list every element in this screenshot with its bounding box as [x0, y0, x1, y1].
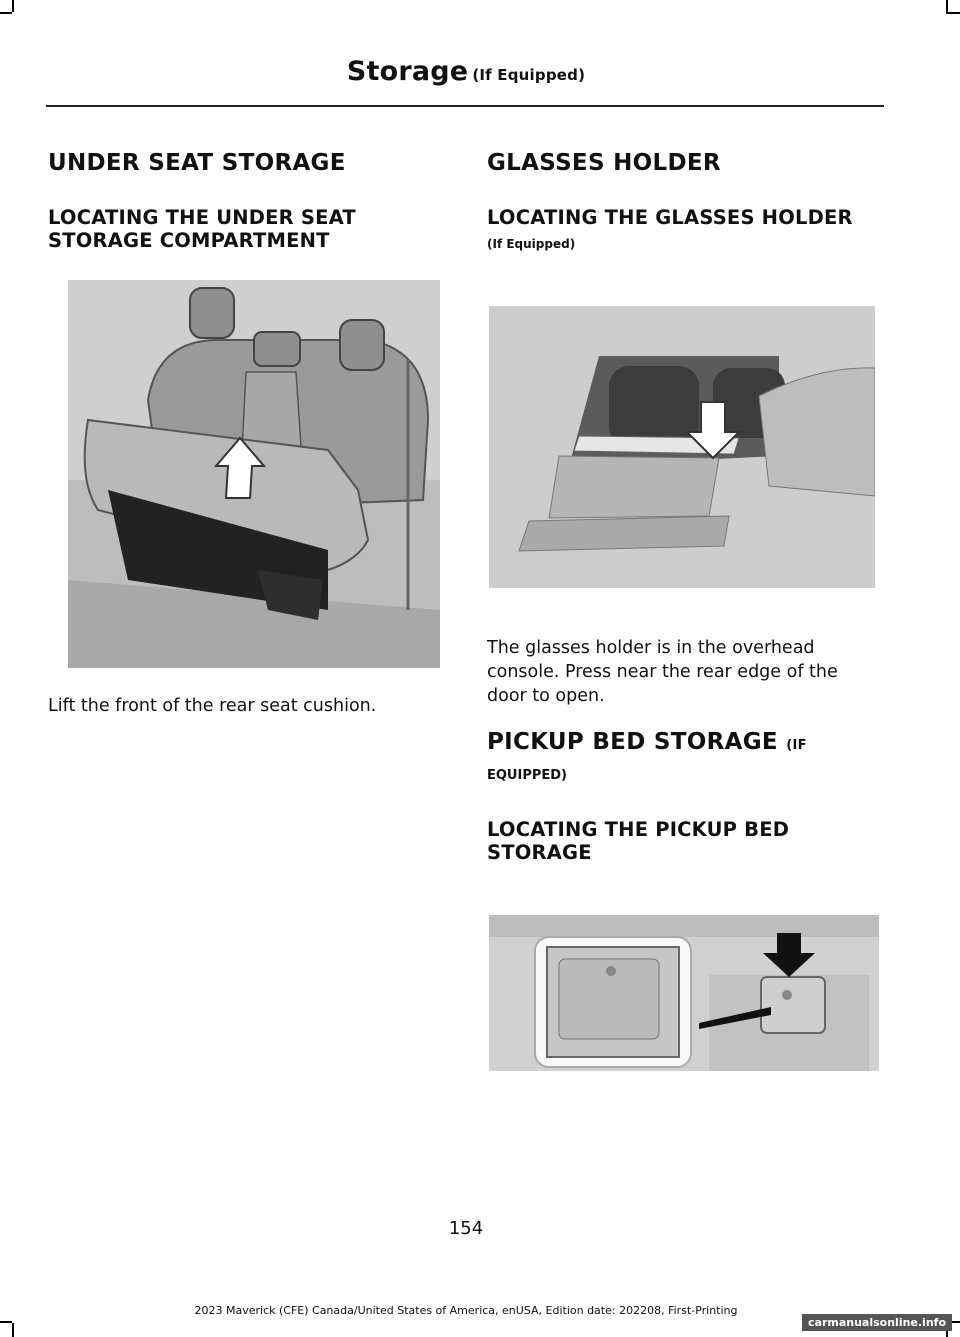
pickup-bed-subheading-line2: STORAGE — [487, 841, 592, 864]
page-header: Storage(If Equipped) — [0, 56, 932, 87]
under-seat-storage-heading: UNDER SEAT STORAGE — [48, 150, 346, 176]
pickup-bed-storage-illustration — [489, 915, 879, 1071]
under-seat-instruction: Lift the front of the rear seat cushion. — [48, 696, 377, 716]
header-divider — [46, 105, 884, 107]
watermark: carmanualsonline.info — [802, 1314, 952, 1331]
glasses-holder-illustration — [489, 306, 875, 588]
under-seat-subheading-line2: STORAGE COMPARTMENT — [48, 229, 330, 252]
pickup-bed-storage-suffix: (IF — [786, 738, 807, 753]
glasses-holder-text-line1: The glasses holder is in the overhead — [487, 638, 815, 658]
pickup-bed-storage-suffix-line2: EQUIPPED) — [487, 768, 567, 783]
page-number: 154 — [448, 1218, 484, 1239]
pickup-bed-subheading-line1: LOCATING THE PICKUP BED — [487, 818, 790, 841]
glasses-holder-note: (If Equipped) — [487, 237, 576, 251]
under-seat-subheading-line1: LOCATING THE UNDER SEAT — [48, 206, 356, 229]
crop-mark — [12, 0, 14, 12]
header-subtitle: (If Equipped) — [472, 66, 586, 84]
rear-seat-storage-illustration — [68, 280, 440, 668]
crop-mark — [0, 12, 12, 14]
page-footer: 2023 Maverick (CFE) Canada/United States… — [194, 1304, 738, 1317]
crop-mark — [946, 12, 960, 14]
pickup-bed-storage-heading: PICKUP BED STORAGE (IF — [487, 729, 807, 759]
glasses-holder-text-line2: console. Press near the rear edge of the — [487, 662, 838, 682]
glasses-holder-subheading: LOCATING THE GLASSES HOLDER — [487, 206, 853, 229]
crop-mark — [946, 0, 948, 12]
crop-mark — [12, 1323, 14, 1337]
glasses-holder-heading: GLASSES HOLDER — [487, 150, 721, 176]
glasses-holder-text-line3: door to open. — [487, 686, 605, 706]
crop-mark — [0, 1321, 12, 1323]
crop-mark — [946, 1321, 960, 1323]
header-title: Storage — [346, 56, 469, 87]
pickup-bed-storage-title: PICKUP BED STORAGE — [487, 729, 778, 755]
